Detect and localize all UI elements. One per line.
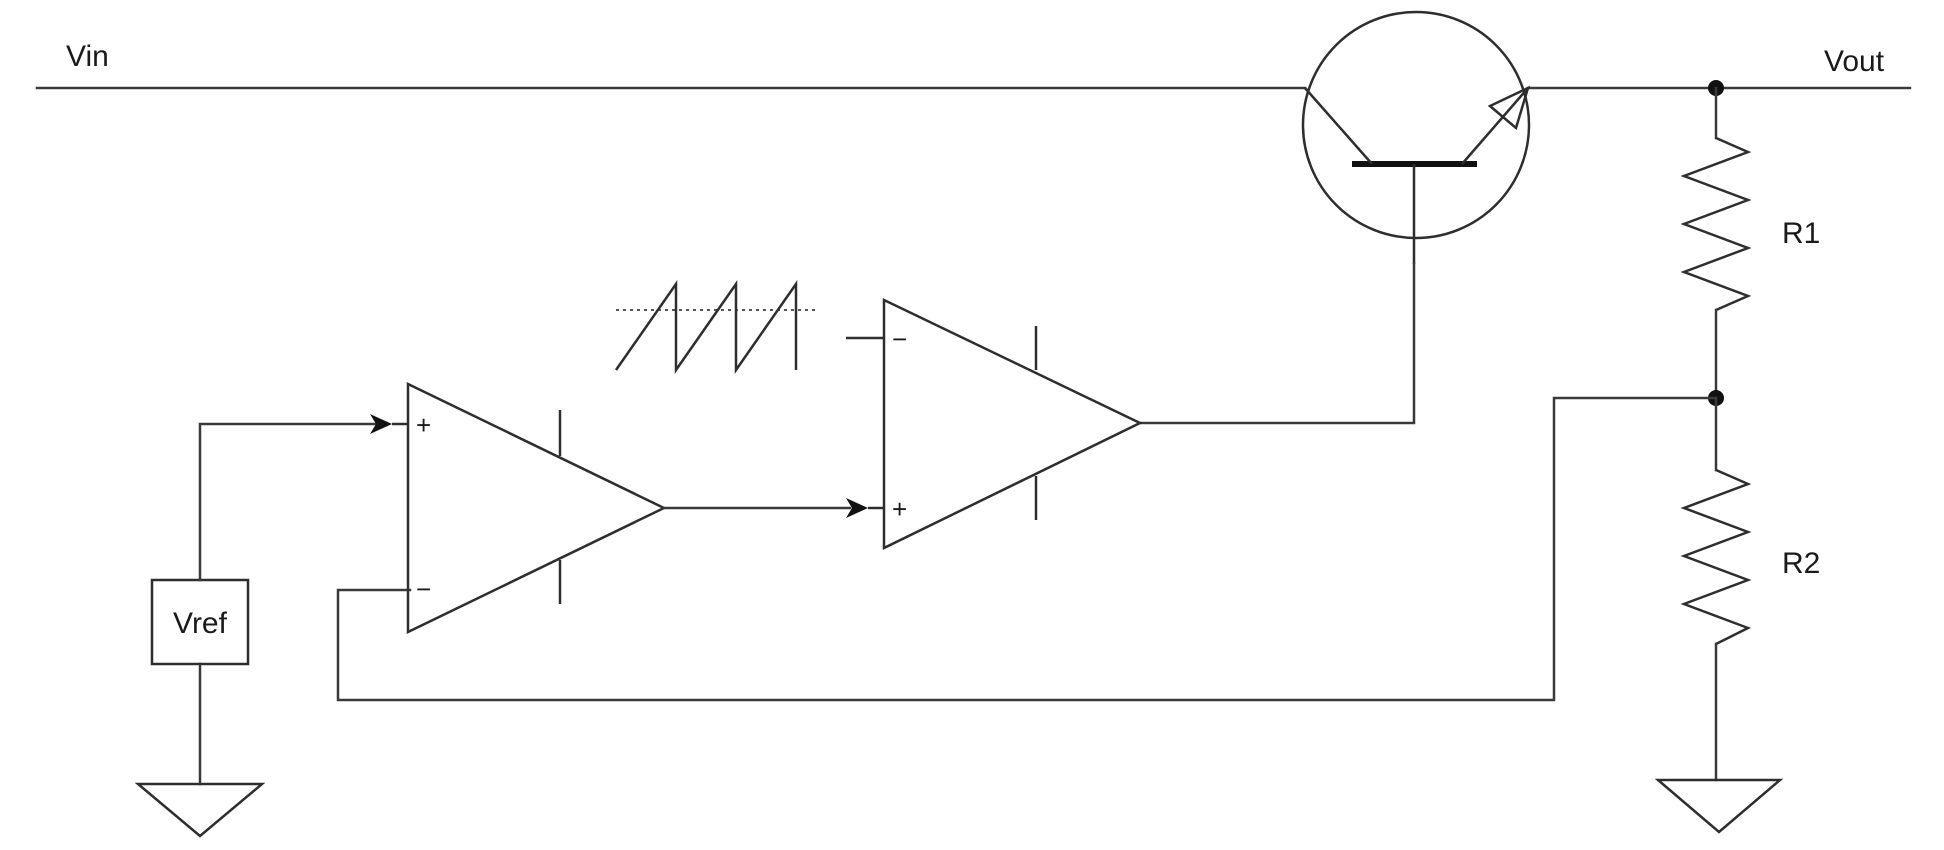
comparator-minus-sign: − [892, 324, 907, 354]
error-amplifier: + − [392, 382, 667, 634]
resistor-r2 [1680, 468, 1752, 646]
sawtooth-ramp [614, 280, 798, 374]
resistor-r1 [1680, 136, 1752, 312]
comparator-input-arrow-icon [846, 498, 868, 518]
vout-label: Vout [1824, 45, 1885, 78]
transistor-body [1301, 10, 1531, 240]
emitter-arrow-icon [1487, 85, 1531, 131]
r1-label: R1 [1782, 217, 1820, 250]
feedback-wire [336, 396, 1718, 702]
vref-label: Vref [173, 607, 228, 640]
vref-arrow-icon [370, 414, 392, 434]
r2-label: R2 [1782, 547, 1820, 580]
base-drive-wire [1138, 262, 1416, 425]
pass-transistor [1301, 10, 1531, 264]
vin-label: Vin [66, 40, 109, 73]
transistor-emitter [1461, 87, 1529, 165]
transistor-collector [1304, 87, 1373, 165]
pwm-comparator: − + [846, 298, 1143, 551]
comparator-body [882, 298, 1143, 551]
ground-left-icon [134, 782, 266, 838]
comparator-plus-sign: + [892, 494, 907, 524]
sawtooth-waveform-icon [614, 280, 818, 374]
vref-wire [198, 422, 378, 582]
error-amp-plus-sign: + [416, 410, 431, 440]
error-amp-body [406, 382, 667, 634]
ground-right-icon [1654, 778, 1784, 834]
error-amp-minus-sign: − [416, 574, 431, 604]
